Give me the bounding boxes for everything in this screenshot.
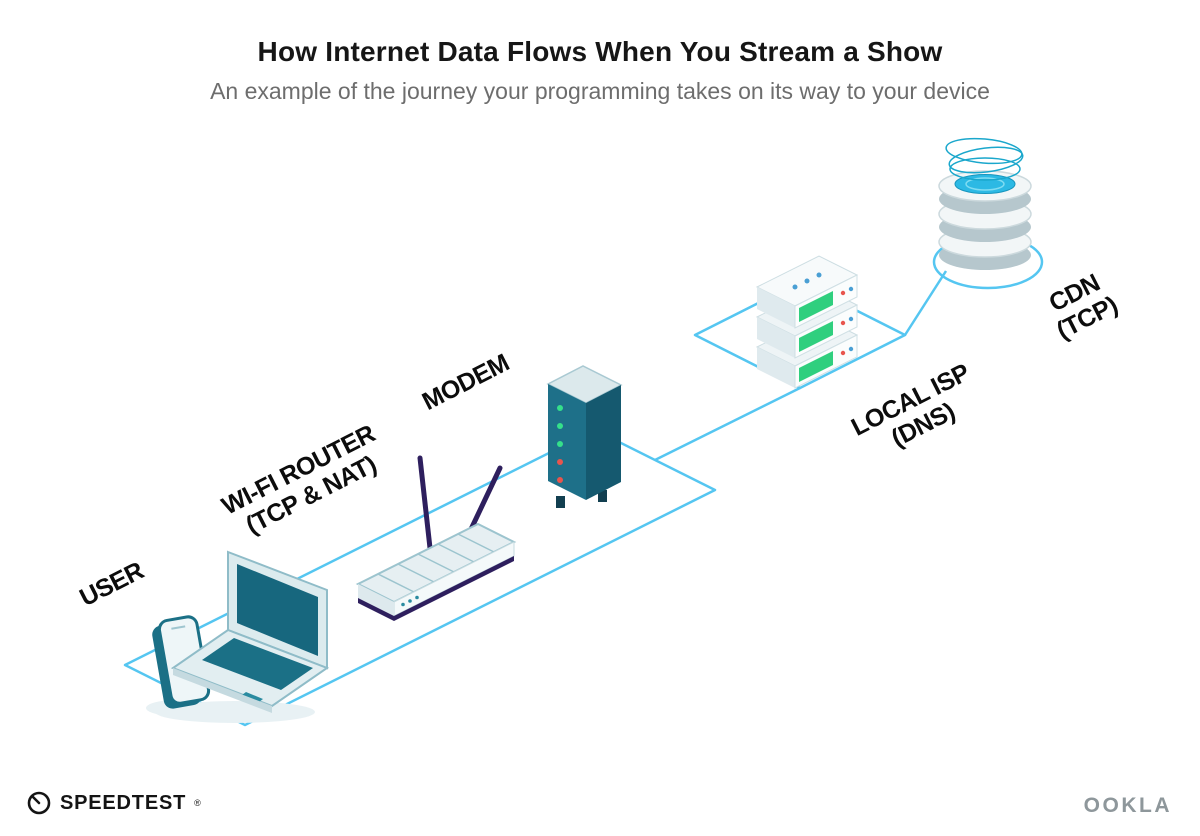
connector-isp-cdn bbox=[903, 270, 948, 336]
laptop-icon bbox=[170, 550, 330, 713]
database-icon bbox=[938, 137, 1032, 270]
server-stack-icon bbox=[755, 255, 859, 389]
speedtest-logo: SPEEDTEST ® bbox=[26, 790, 201, 816]
connector-modem-isp bbox=[654, 386, 801, 462]
modem-icon bbox=[546, 365, 623, 508]
server-top-dots bbox=[792, 272, 822, 290]
speedtest-gauge-icon bbox=[27, 791, 51, 815]
speedtest-trademark: ® bbox=[194, 798, 201, 808]
page-subtitle: An example of the journey your programmi… bbox=[210, 78, 990, 104]
speedtest-wordmark: SPEEDTEST bbox=[60, 791, 187, 814]
header: How Internet Data Flows When You Stream … bbox=[0, 36, 1200, 105]
page-title: How Internet Data Flows When You Stream … bbox=[257, 36, 943, 67]
router-icon bbox=[355, 455, 517, 621]
ookla-logo: OOKLA bbox=[1083, 794, 1172, 817]
modem-leds bbox=[557, 405, 563, 483]
